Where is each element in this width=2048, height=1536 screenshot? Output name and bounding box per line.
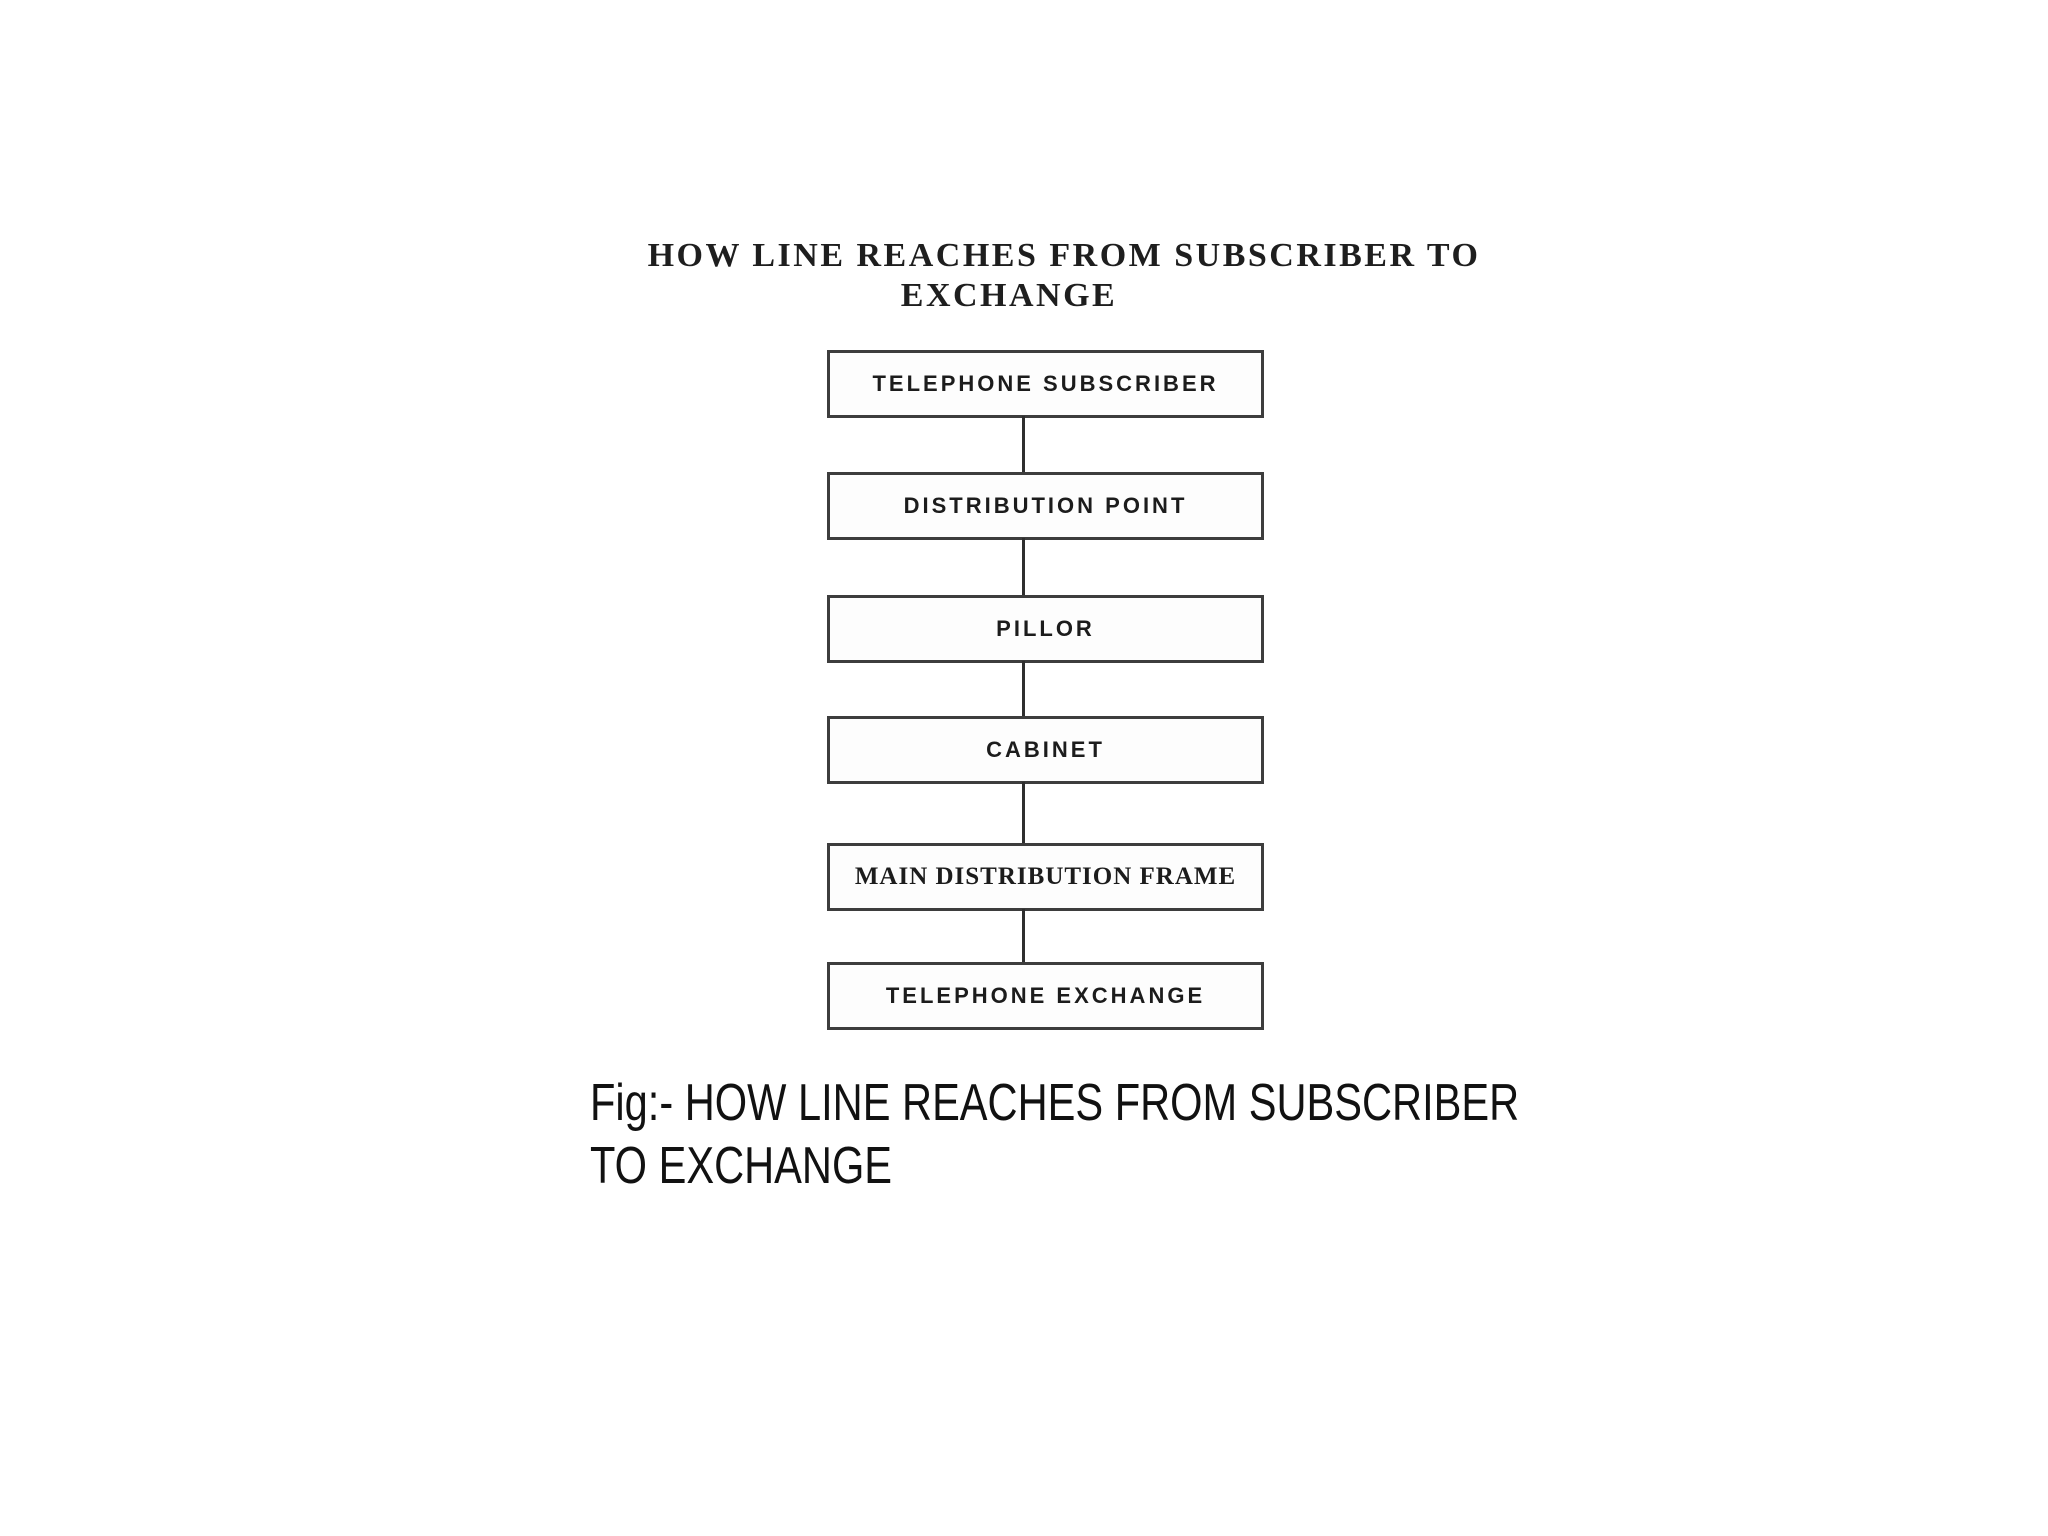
flow-node-label: DISTRIBUTION POINT [903,493,1188,518]
connector-line-1 [1022,416,1025,474]
flow-node-label: TELEPHONE EXCHANGE [885,983,1206,1008]
connector-line-3 [1022,661,1025,718]
figure-caption-line1: Fig:- HOW LINE REACHES FROM SUBSCRIBER [590,1074,1520,1132]
flow-node-label: PILLOR [996,616,1095,641]
flow-node-telephone-subscriber: TELEPHONE SUBSCRIBER [827,350,1264,418]
figure-caption-line2: TO EXCHANGE [590,1137,893,1195]
figure-caption: Fig:- HOW LINE REACHES FROM SUBSCRIBER T… [590,1072,1630,1198]
flow-node-distribution-point: DISTRIBUTION POINT [827,472,1264,540]
flow-node-label: MAIN DISTRIBUTION FRAME [854,863,1237,890]
flow-node-main-distribution-frame: MAIN DISTRIBUTION FRAME [827,843,1264,911]
flow-node-telephone-exchange: TELEPHONE EXCHANGE [827,962,1264,1030]
flow-node-label: CABINET [986,737,1105,762]
connector-line-4 [1022,782,1025,845]
figure-title: HOW LINE REACHES FROM SUBSCRIBER TO EXCH… [564,236,1564,316]
figure-title-line2: EXCHANGE [900,277,1118,314]
figure-title-line1: HOW LINE REACHES FROM SUBSCRIBER TO [647,237,1481,274]
flow-node-cabinet: CABINET [827,716,1264,784]
flow-node-pillor: PILLOR [827,595,1264,663]
connector-line-5 [1022,909,1025,964]
flow-node-label: TELEPHONE SUBSCRIBER [872,371,1219,396]
connector-line-2 [1022,538,1025,597]
